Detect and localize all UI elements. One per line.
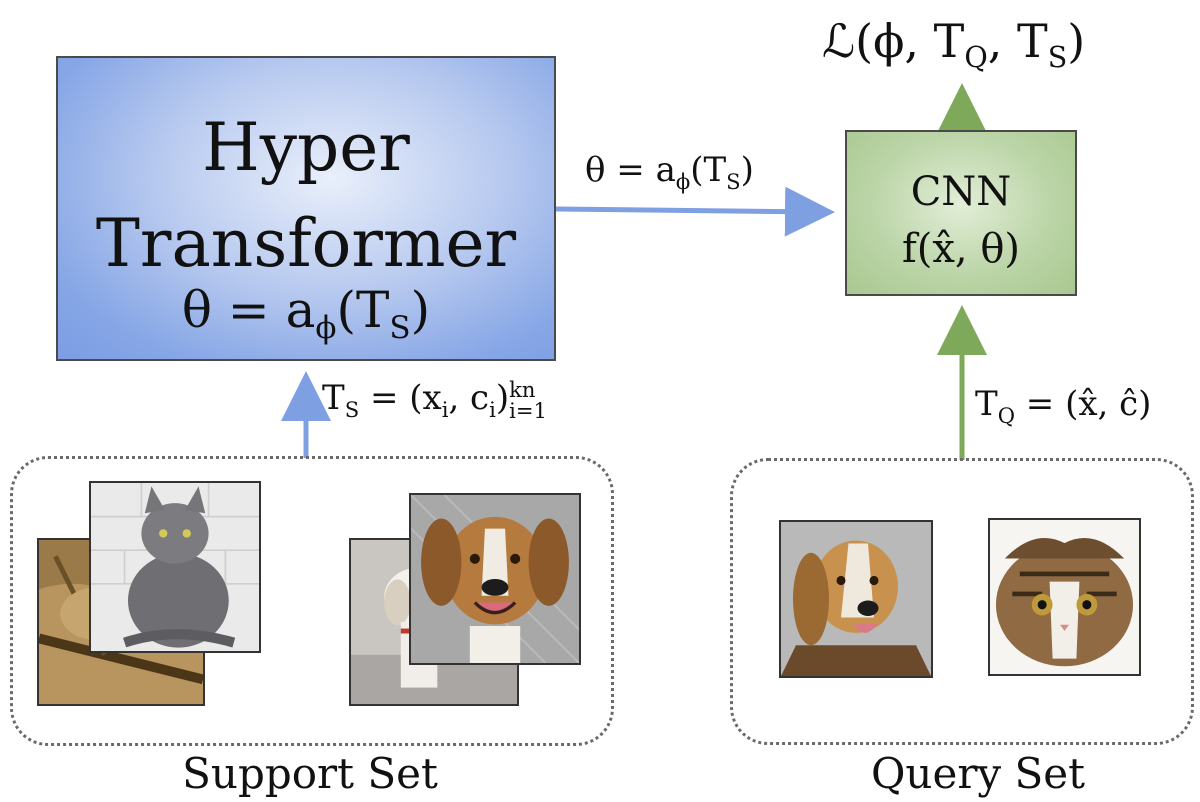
query-set-label: Query Set bbox=[871, 749, 1085, 798]
support-set-container bbox=[10, 456, 614, 746]
cnn-block: CNN f(x̂, θ) bbox=[845, 130, 1077, 296]
cnn-equation: f(x̂, θ) bbox=[901, 226, 1021, 272]
transformer-to-cnn-arrow bbox=[555, 186, 835, 237]
hypertransformer-equation: θ = aϕ(TS) bbox=[181, 281, 431, 346]
query-set-container bbox=[730, 458, 1194, 745]
loss-text: ℒ(ϕ, TQ, TS) bbox=[822, 14, 1086, 75]
cnn-title: CNN bbox=[910, 169, 1012, 215]
query-input-formula: TQ = (x̂, ĉ) bbox=[975, 384, 1152, 428]
fold-cat-photo bbox=[988, 518, 1141, 676]
weights-formula: θ = aϕ(TS) bbox=[585, 150, 754, 194]
grey-kitten-photo bbox=[89, 481, 261, 653]
hypertransformer-title: Hyper Transformer bbox=[58, 100, 554, 292]
beagle-photo bbox=[779, 520, 933, 678]
hound-dog-photo bbox=[409, 493, 581, 665]
hypertransformer-title-line1: Hyper bbox=[202, 109, 410, 186]
loss-formula: ℒ(ϕ, TQ, TS) bbox=[822, 14, 1085, 74]
support-set-label: Support Set bbox=[182, 749, 438, 798]
hypertransformer-title-line2: Transformer bbox=[95, 205, 517, 282]
hypertransformer-block: Hyper Transformer θ = aϕ(TS) bbox=[56, 56, 556, 361]
